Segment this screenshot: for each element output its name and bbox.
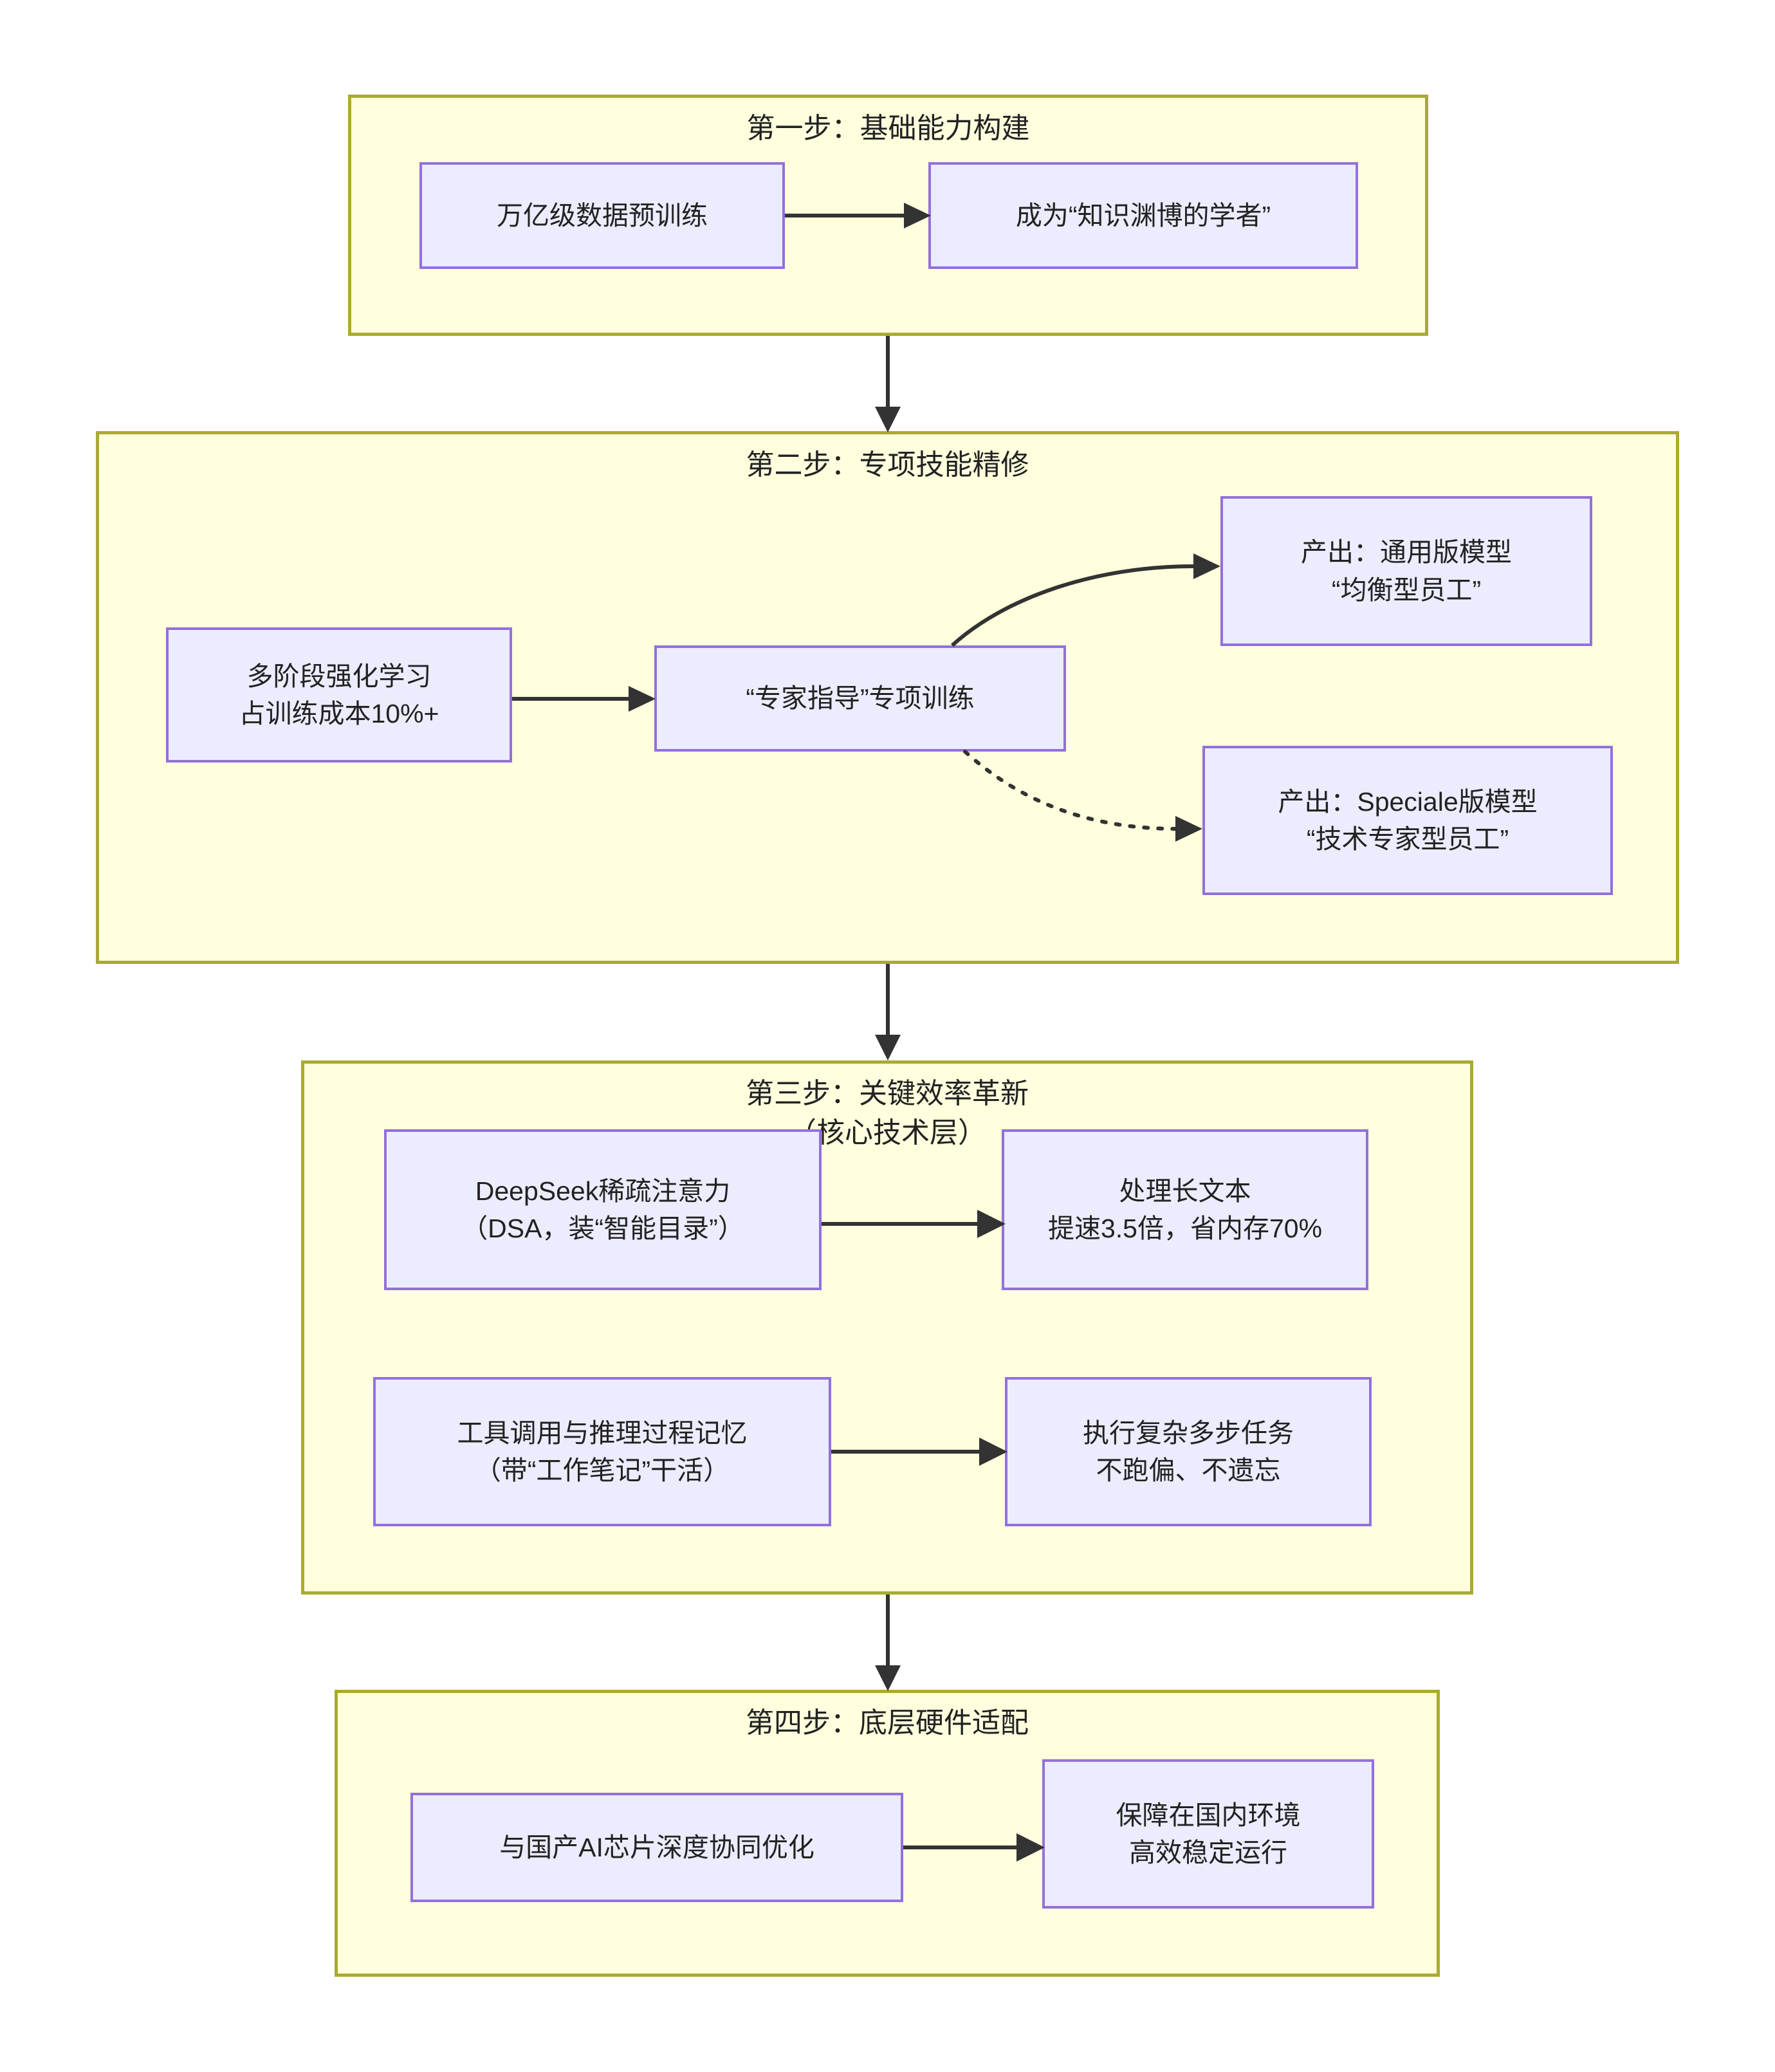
node-complex-task-execution[interactable]: 执行复杂多步任务 不跑偏、不遗忘: [1005, 1377, 1372, 1526]
edge-step2-to-step3: [875, 964, 901, 1060]
edge-step1-to-step2: [875, 336, 901, 432]
node-long-text-processing[interactable]: 处理长文本 提速3.5倍，省内存70%: [1002, 1129, 1368, 1290]
node-stable-domestic-operation[interactable]: 保障在国内环境 高效稳定运行: [1042, 1759, 1374, 1909]
node-knowledgeable-scholar[interactable]: 成为“知识渊博的学者”: [928, 162, 1358, 269]
node-sparse-attention[interactable]: DeepSeek稀疏注意力 （DSA，装“智能目录”）: [384, 1129, 822, 1290]
node-pretraining[interactable]: 万亿级数据预训练: [419, 162, 785, 269]
node-speciale-model-output[interactable]: 产出：Speciale版模型 “技术专家型员工”: [1202, 746, 1613, 895]
node-general-model-output[interactable]: 产出：通用版模型 “均衡型员工”: [1220, 496, 1592, 646]
node-domestic-chip-optimization[interactable]: 与国产AI芯片深度协同优化: [410, 1793, 903, 1902]
node-expert-guided-training[interactable]: “专家指导”专项训练: [654, 645, 1066, 752]
edge-step3-to-step4: [875, 1595, 901, 1691]
node-multistage-rl[interactable]: 多阶段强化学习 占训练成本10%+: [166, 627, 512, 763]
node-tool-call-memory[interactable]: 工具调用与推理过程记忆 （带“工作笔记”干活）: [373, 1377, 831, 1526]
